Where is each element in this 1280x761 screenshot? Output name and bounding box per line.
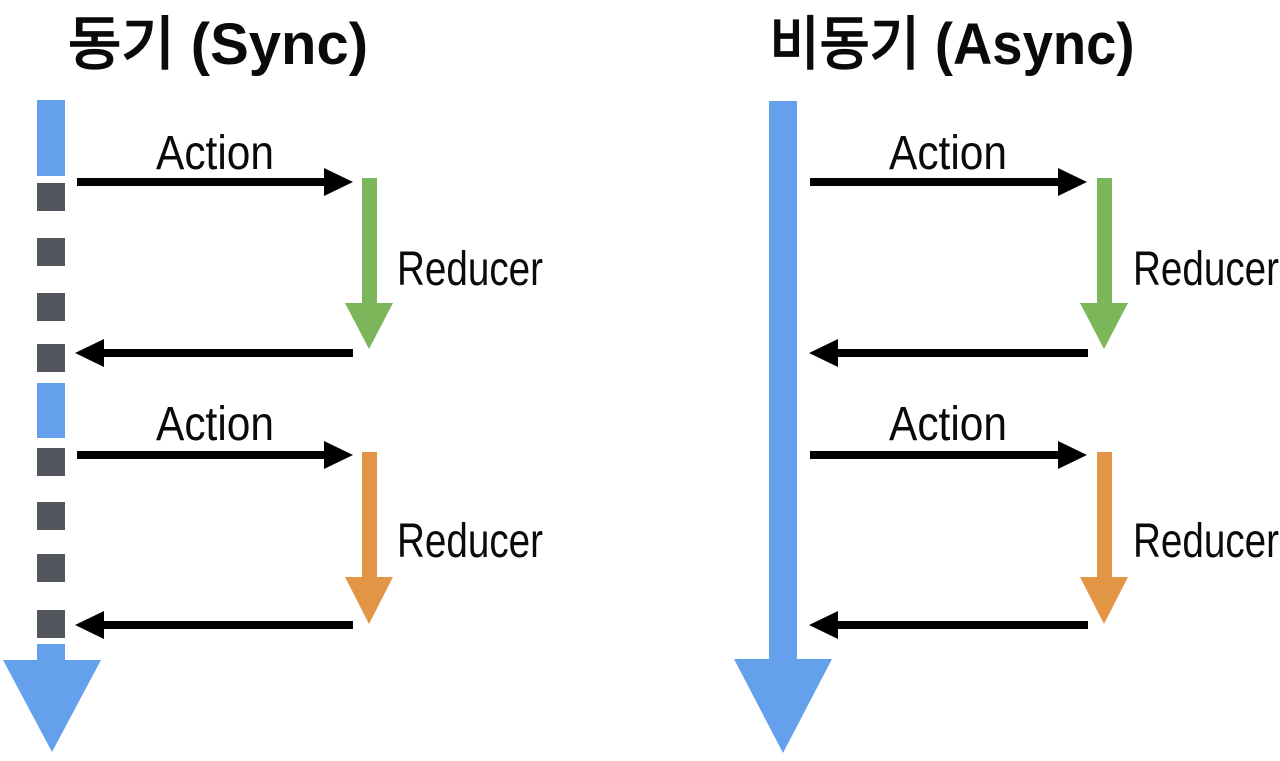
async-panel-title: 비동기 (Async) — [770, 12, 1135, 77]
timeline-dash — [37, 610, 65, 638]
timeline-down-arrowhead-icon — [734, 659, 832, 753]
action-label: Action — [889, 127, 1007, 180]
action-right-arrow-icon — [77, 441, 353, 469]
async-timeline-solid-arrow-icon — [734, 101, 832, 753]
reducer-orange-down-arrow-icon — [345, 452, 393, 624]
timeline-dash — [37, 502, 65, 530]
return-left-arrow-icon — [809, 339, 1088, 367]
timeline-dash — [37, 238, 65, 266]
timeline-dash — [37, 293, 65, 321]
reducer-label: Reducer — [397, 243, 543, 296]
action-right-arrow-icon — [810, 168, 1087, 196]
return-left-arrow-icon — [75, 611, 353, 639]
timeline-dash — [37, 344, 65, 372]
timeline-blue-segment — [37, 100, 65, 176]
timeline-dash — [37, 448, 65, 476]
action-label: Action — [156, 127, 274, 180]
sync-panel-title: 동기 (Sync) — [68, 12, 368, 77]
return-left-arrow-icon — [75, 339, 353, 367]
reducer-label: Reducer — [397, 515, 543, 568]
sync-panel: 동기 (Sync) Action — [3, 12, 543, 752]
async-flow-2: Action Reducer — [809, 398, 1279, 639]
async-panel: 비동기 (Async) Action Reducer Ac — [734, 12, 1279, 753]
timeline-dash — [37, 554, 65, 582]
timeline-dash — [37, 183, 65, 211]
async-flow-1: Action Reducer — [809, 127, 1279, 367]
action-right-arrow-icon — [810, 441, 1087, 469]
reducer-label: Reducer — [1133, 515, 1279, 568]
timeline-blue-bar — [769, 101, 797, 660]
reducer-green-down-arrow-icon — [1080, 178, 1128, 349]
action-label: Action — [156, 398, 274, 451]
return-left-arrow-icon — [809, 611, 1088, 639]
reducer-orange-down-arrow-icon — [1080, 452, 1128, 624]
timeline-blue-segment — [37, 644, 65, 662]
action-label: Action — [889, 398, 1007, 451]
reducer-green-down-arrow-icon — [345, 178, 393, 349]
reducer-label: Reducer — [1133, 243, 1279, 296]
sync-flow-2: Action Reducer — [75, 398, 543, 639]
action-right-arrow-icon — [77, 168, 353, 196]
timeline-blue-segment — [37, 383, 65, 438]
timeline-down-arrowhead-icon — [3, 660, 101, 752]
sync-timeline-dashed-arrow-icon — [3, 100, 101, 752]
sync-flow-1: Action Reducer — [75, 127, 543, 367]
